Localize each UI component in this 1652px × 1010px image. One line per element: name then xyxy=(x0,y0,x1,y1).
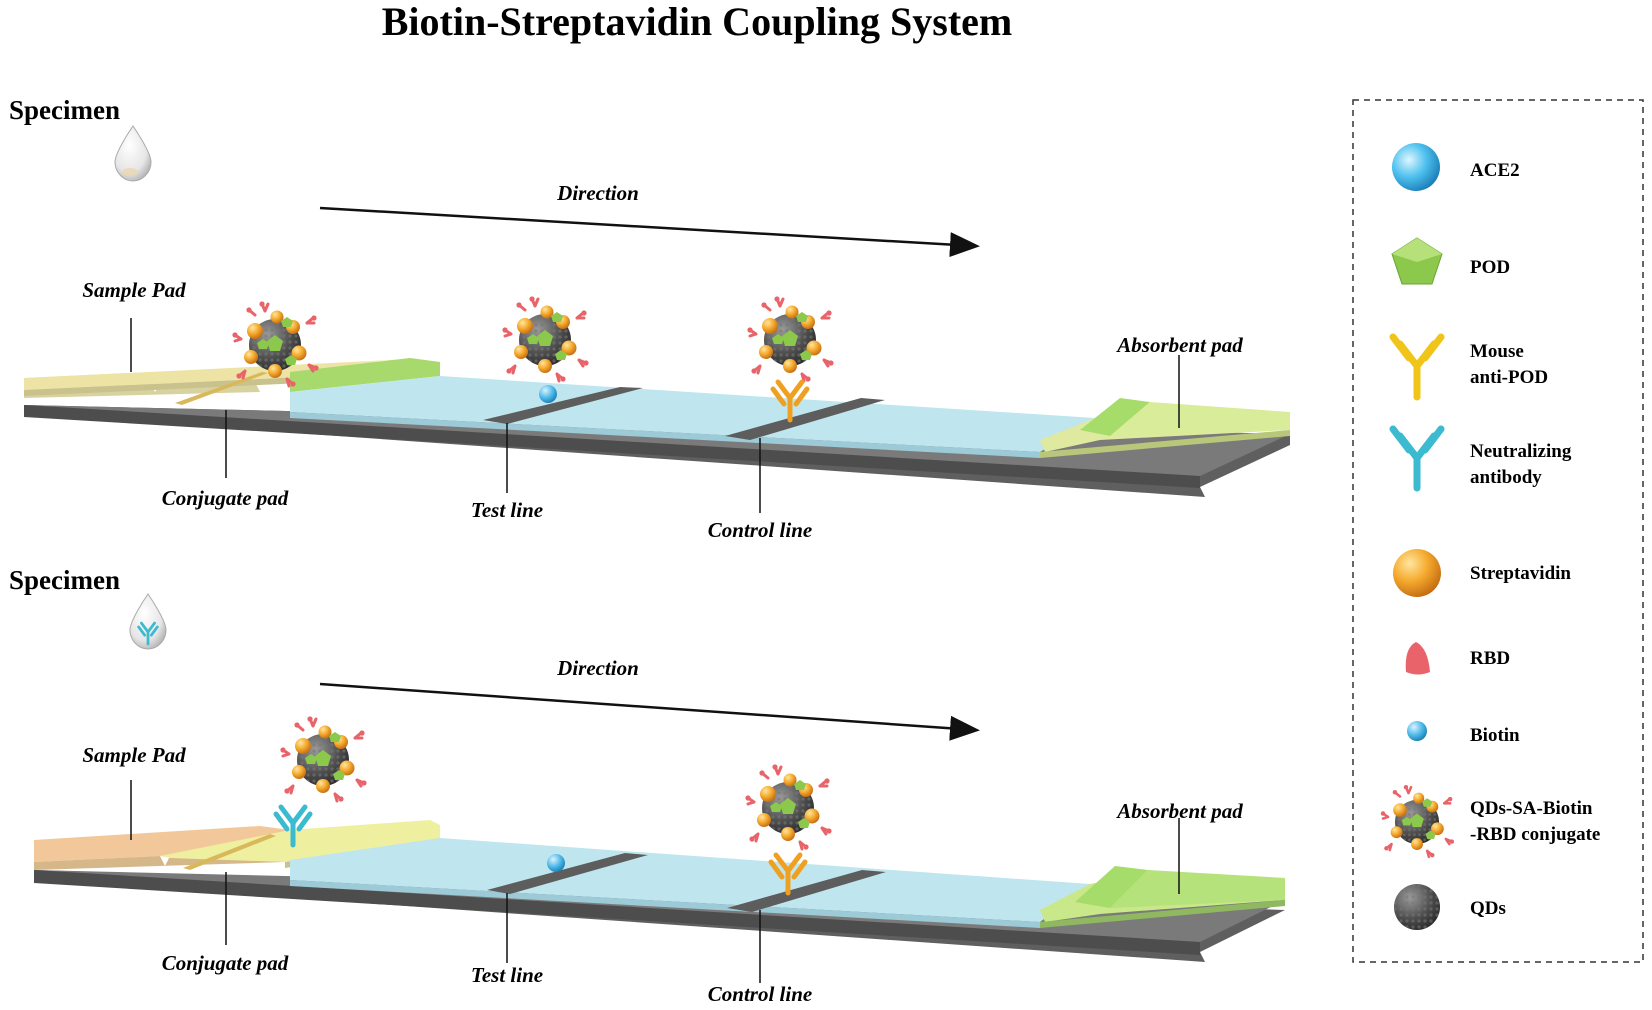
sample-pad-label: Sample Pad xyxy=(82,278,186,302)
specimen-label: Specimen xyxy=(9,95,120,125)
specimen-drop-icon xyxy=(129,593,167,650)
legend-label: RBD xyxy=(1470,648,1510,669)
absorbent-pad-label: Absorbent pad xyxy=(1115,333,1243,357)
specimen-label: Specimen xyxy=(9,565,120,595)
legend: ACE2 POD Mouse anti-POD Neutralizing ant… xyxy=(1352,99,1644,963)
streptavidin-icon xyxy=(1393,549,1441,597)
rbd-icon xyxy=(1405,642,1430,675)
legend-label: anti-POD xyxy=(1470,367,1548,388)
conjugate-pad-label: Conjugate pad xyxy=(162,951,289,975)
biotin-icon xyxy=(547,854,565,872)
legend-label: Streptavidin xyxy=(1470,563,1571,584)
panel-2: Specimen Direction xyxy=(9,565,1285,1006)
conjugate-icon xyxy=(500,294,591,384)
legend-label: QDs-SA-Biotin xyxy=(1470,798,1593,819)
direction-label: Direction xyxy=(556,181,639,205)
legend-label: antibody xyxy=(1470,467,1542,488)
legend-label: Mouse xyxy=(1470,341,1524,362)
conjugate-icon xyxy=(743,762,834,852)
conjugate-icon xyxy=(1379,783,1456,859)
direction-arrow xyxy=(319,206,980,258)
conjugate-pad-label: Conjugate pad xyxy=(162,486,289,510)
conjugate-icon xyxy=(745,294,836,384)
mouse-anti-pod-icon xyxy=(1389,333,1445,401)
legend-label: POD xyxy=(1470,257,1510,278)
biotin-icon xyxy=(539,385,557,403)
neutralizing-antibody-icon xyxy=(1389,425,1445,492)
test-line-label: Test line xyxy=(471,498,543,522)
control-line-strip xyxy=(727,870,886,912)
test-strip xyxy=(34,820,1285,962)
legend-label: ACE2 xyxy=(1470,160,1520,181)
direction-label: Direction xyxy=(556,656,639,680)
legend-label: Neutralizing xyxy=(1470,441,1572,462)
conjugate-icon xyxy=(278,714,369,804)
direction-arrow xyxy=(319,682,980,741)
legend-label: Biotin xyxy=(1470,725,1520,746)
absorbent-pad-label: Absorbent pad xyxy=(1115,799,1243,823)
sample-pad-label: Sample Pad xyxy=(82,743,186,767)
control-line-strip xyxy=(725,398,885,440)
ace2-icon xyxy=(1392,143,1440,191)
test-line-label: Test line xyxy=(471,963,543,987)
test-line-strip xyxy=(487,853,648,894)
control-line-label: Control line xyxy=(708,518,812,542)
biotin-icon xyxy=(1407,721,1427,741)
panel-1: Specimen Direction xyxy=(9,95,1290,542)
specimen-drop-icon xyxy=(114,125,152,182)
legend-label: QDs xyxy=(1470,898,1506,919)
diagram-title: Biotin-Streptavidin Coupling System xyxy=(382,0,1013,44)
qds-icon xyxy=(1394,884,1440,930)
control-line-label: Control line xyxy=(708,982,812,1005)
test-strip xyxy=(24,358,1290,497)
test-line-strip xyxy=(483,387,643,424)
legend-box xyxy=(1352,99,1644,963)
legend-label: -RBD conjugate xyxy=(1470,824,1600,845)
